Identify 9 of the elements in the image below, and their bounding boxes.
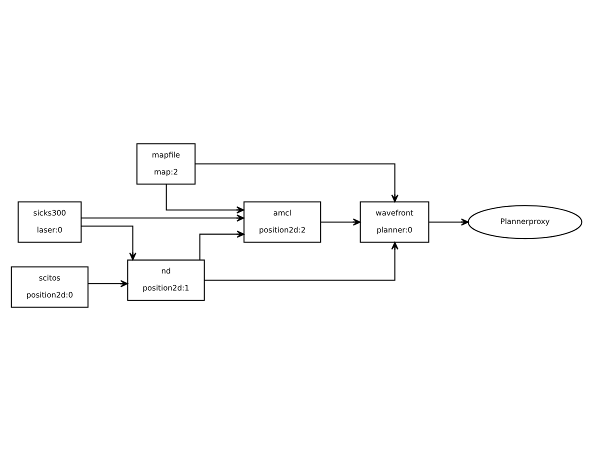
arrow [81, 214, 244, 222]
arrow [204, 241, 398, 280]
arrow [81, 225, 136, 260]
arrow [166, 184, 244, 214]
arrow [199, 230, 244, 260]
arrow [320, 218, 361, 226]
arrow [88, 280, 128, 287]
arrow [428, 218, 469, 226]
arrow [195, 162, 398, 202]
